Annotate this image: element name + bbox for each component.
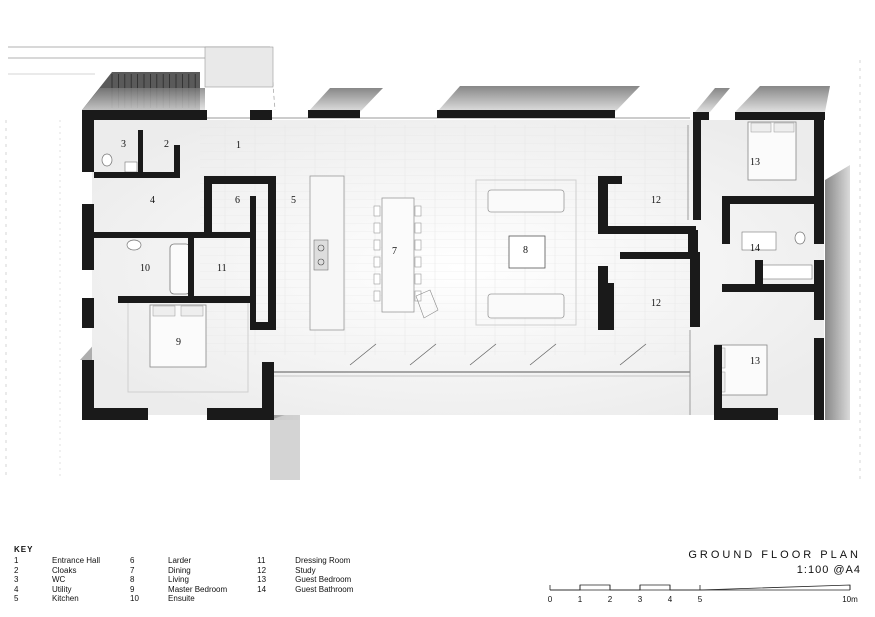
key-item: 5 Kitchen — [14, 594, 100, 604]
key-heading: KEY — [14, 545, 34, 554]
dining-chair — [414, 256, 422, 268]
room-label-11: 11 — [217, 263, 227, 274]
room-label-12b: 12 — [651, 298, 661, 309]
key-item-number: 7 — [130, 565, 135, 575]
room-label-4: 4 — [150, 195, 155, 206]
key-item: 13 Guest Bedroom — [257, 575, 353, 585]
dining-chair — [414, 290, 422, 302]
sanitary-fixtures — [101, 153, 813, 295]
key-item-number: 3 — [14, 575, 19, 585]
key-columns: 1 Entrance Hall 2 Cloaks 3 WC 4 Utility 5 Kitchen… — [14, 556, 383, 604]
drawing-title: GROUND FLOOR PLAN — [688, 549, 861, 561]
key-item-number: 12 — [257, 565, 267, 575]
key-item-name: Guest Bathroom — [295, 584, 354, 594]
key-item: 6 Larder — [130, 556, 227, 566]
site-context — [5, 46, 861, 480]
key-item-number: 5 — [14, 594, 19, 604]
key-item: 2 Cloaks — [14, 566, 100, 576]
key-column: 1 Entrance Hall 2 Cloaks 3 WC 4 Utility 5 Kitchen — [14, 556, 100, 604]
scale-bar-label: 3 — [638, 595, 643, 604]
key-item: 7 Dining — [130, 566, 227, 576]
room-label-10: 10 — [140, 263, 150, 274]
drawing-scale: 1:100 @A4 — [796, 564, 861, 576]
room-label-13b: 13 — [750, 356, 760, 367]
scale-bar-label: 2 — [608, 595, 613, 604]
key-item-number: 11 — [257, 556, 266, 565]
room-label-13a: 13 — [750, 157, 760, 168]
dining-chair — [373, 256, 381, 268]
key-item-number: 8 — [130, 575, 135, 585]
key-item-name: WC — [52, 575, 66, 585]
key-item: 11 Dressing Room — [257, 556, 353, 566]
room-label-8: 8 — [523, 245, 528, 256]
walls — [82, 110, 825, 420]
dining-chair — [414, 239, 422, 251]
dining-chair — [373, 205, 381, 217]
key-item-name: Ensuite — [168, 594, 195, 604]
key-item-number: 6 — [130, 556, 135, 565]
dining-table — [373, 197, 439, 319]
dining-chair — [373, 273, 381, 285]
dining-chair — [414, 222, 422, 234]
scale-bar-label: 0 — [548, 595, 553, 604]
room-label-2: 2 — [164, 139, 169, 150]
dining-chair — [414, 205, 422, 217]
key-item-number: 13 — [257, 575, 267, 585]
key: KEY 1 Entrance Hall 2 Cloaks 3 WC 4 Utility 5 Kit… — [14, 545, 383, 604]
scale-bar: 0 1 2 3 4 5 10m — [548, 584, 858, 604]
room-label-12a: 12 — [651, 195, 661, 206]
key-item: 14 Guest Bathroom — [257, 585, 353, 595]
living-rug — [475, 179, 577, 326]
key-item-number: 1 — [14, 556, 19, 565]
key-item-name: Guest Bedroom — [295, 575, 352, 585]
key-item: 8 Living — [130, 575, 227, 585]
key-item: 1 Entrance Hall — [14, 556, 100, 566]
key-item-number: 10 — [130, 594, 139, 604]
key-item-name: Living — [168, 575, 189, 585]
room-label-5: 5 — [291, 195, 296, 206]
key-item-number: 9 — [130, 584, 135, 594]
key-item: 3 WC — [14, 575, 100, 585]
key-item-name: Kitchen — [52, 594, 79, 604]
key-item-name: Dressing Room — [295, 556, 351, 565]
dining-chair — [414, 273, 422, 285]
scale-bar-label: 4 — [668, 595, 673, 604]
key-item-number: 14 — [257, 584, 267, 594]
key-item-name: Utility — [52, 584, 72, 594]
key-item-name: Entrance Hall — [52, 556, 101, 565]
room-label-3: 3 — [121, 139, 126, 150]
kitchen-island — [309, 175, 345, 331]
key-item-number: 4 — [14, 584, 19, 594]
room-label-9: 9 — [176, 337, 181, 348]
key-item-name: Master Bedroom — [168, 584, 228, 594]
key-item: 12 Study — [257, 566, 353, 576]
room-label-1: 1 — [236, 140, 241, 151]
dining-chair — [373, 290, 381, 302]
scale-bar-label: 1 — [578, 595, 583, 604]
room-label-7: 7 — [392, 246, 397, 257]
dining-chair — [373, 239, 381, 251]
room-labels: 1 2 3 4 5 6 7 8 9 10 11 12 12 13 13 14 — [121, 139, 760, 367]
dining-chair — [373, 222, 381, 234]
key-item: 9 Master Bedroom — [130, 585, 227, 595]
key-item: 4 Utility — [14, 585, 100, 595]
key-item-number: 2 — [14, 565, 19, 575]
key-item-name: Dining — [168, 565, 191, 575]
floor-plan: 1 2 3 4 5 6 7 8 9 10 11 12 12 13 13 14 — [5, 46, 861, 480]
key-item: 10 Ensuite — [130, 594, 227, 604]
title-block: GROUND FLOOR PLAN 1:100 @A4 — [688, 549, 861, 576]
scale-bar-label: 10m — [842, 595, 858, 604]
key-item-name: Larder — [168, 556, 192, 565]
key-column: 6 Larder 7 Dining 8 Living 9 Master Bedroom 10 En… — [130, 556, 227, 604]
key-item-name: Cloaks — [52, 565, 77, 575]
key-item-name: Study — [295, 565, 316, 575]
scale-bar-label: 5 — [698, 595, 703, 604]
room-label-14: 14 — [750, 243, 760, 254]
room-label-6: 6 — [235, 195, 240, 206]
key-column: 11 Dressing Room 12 Study 13 Guest Bedroom 14 G… — [257, 556, 353, 604]
